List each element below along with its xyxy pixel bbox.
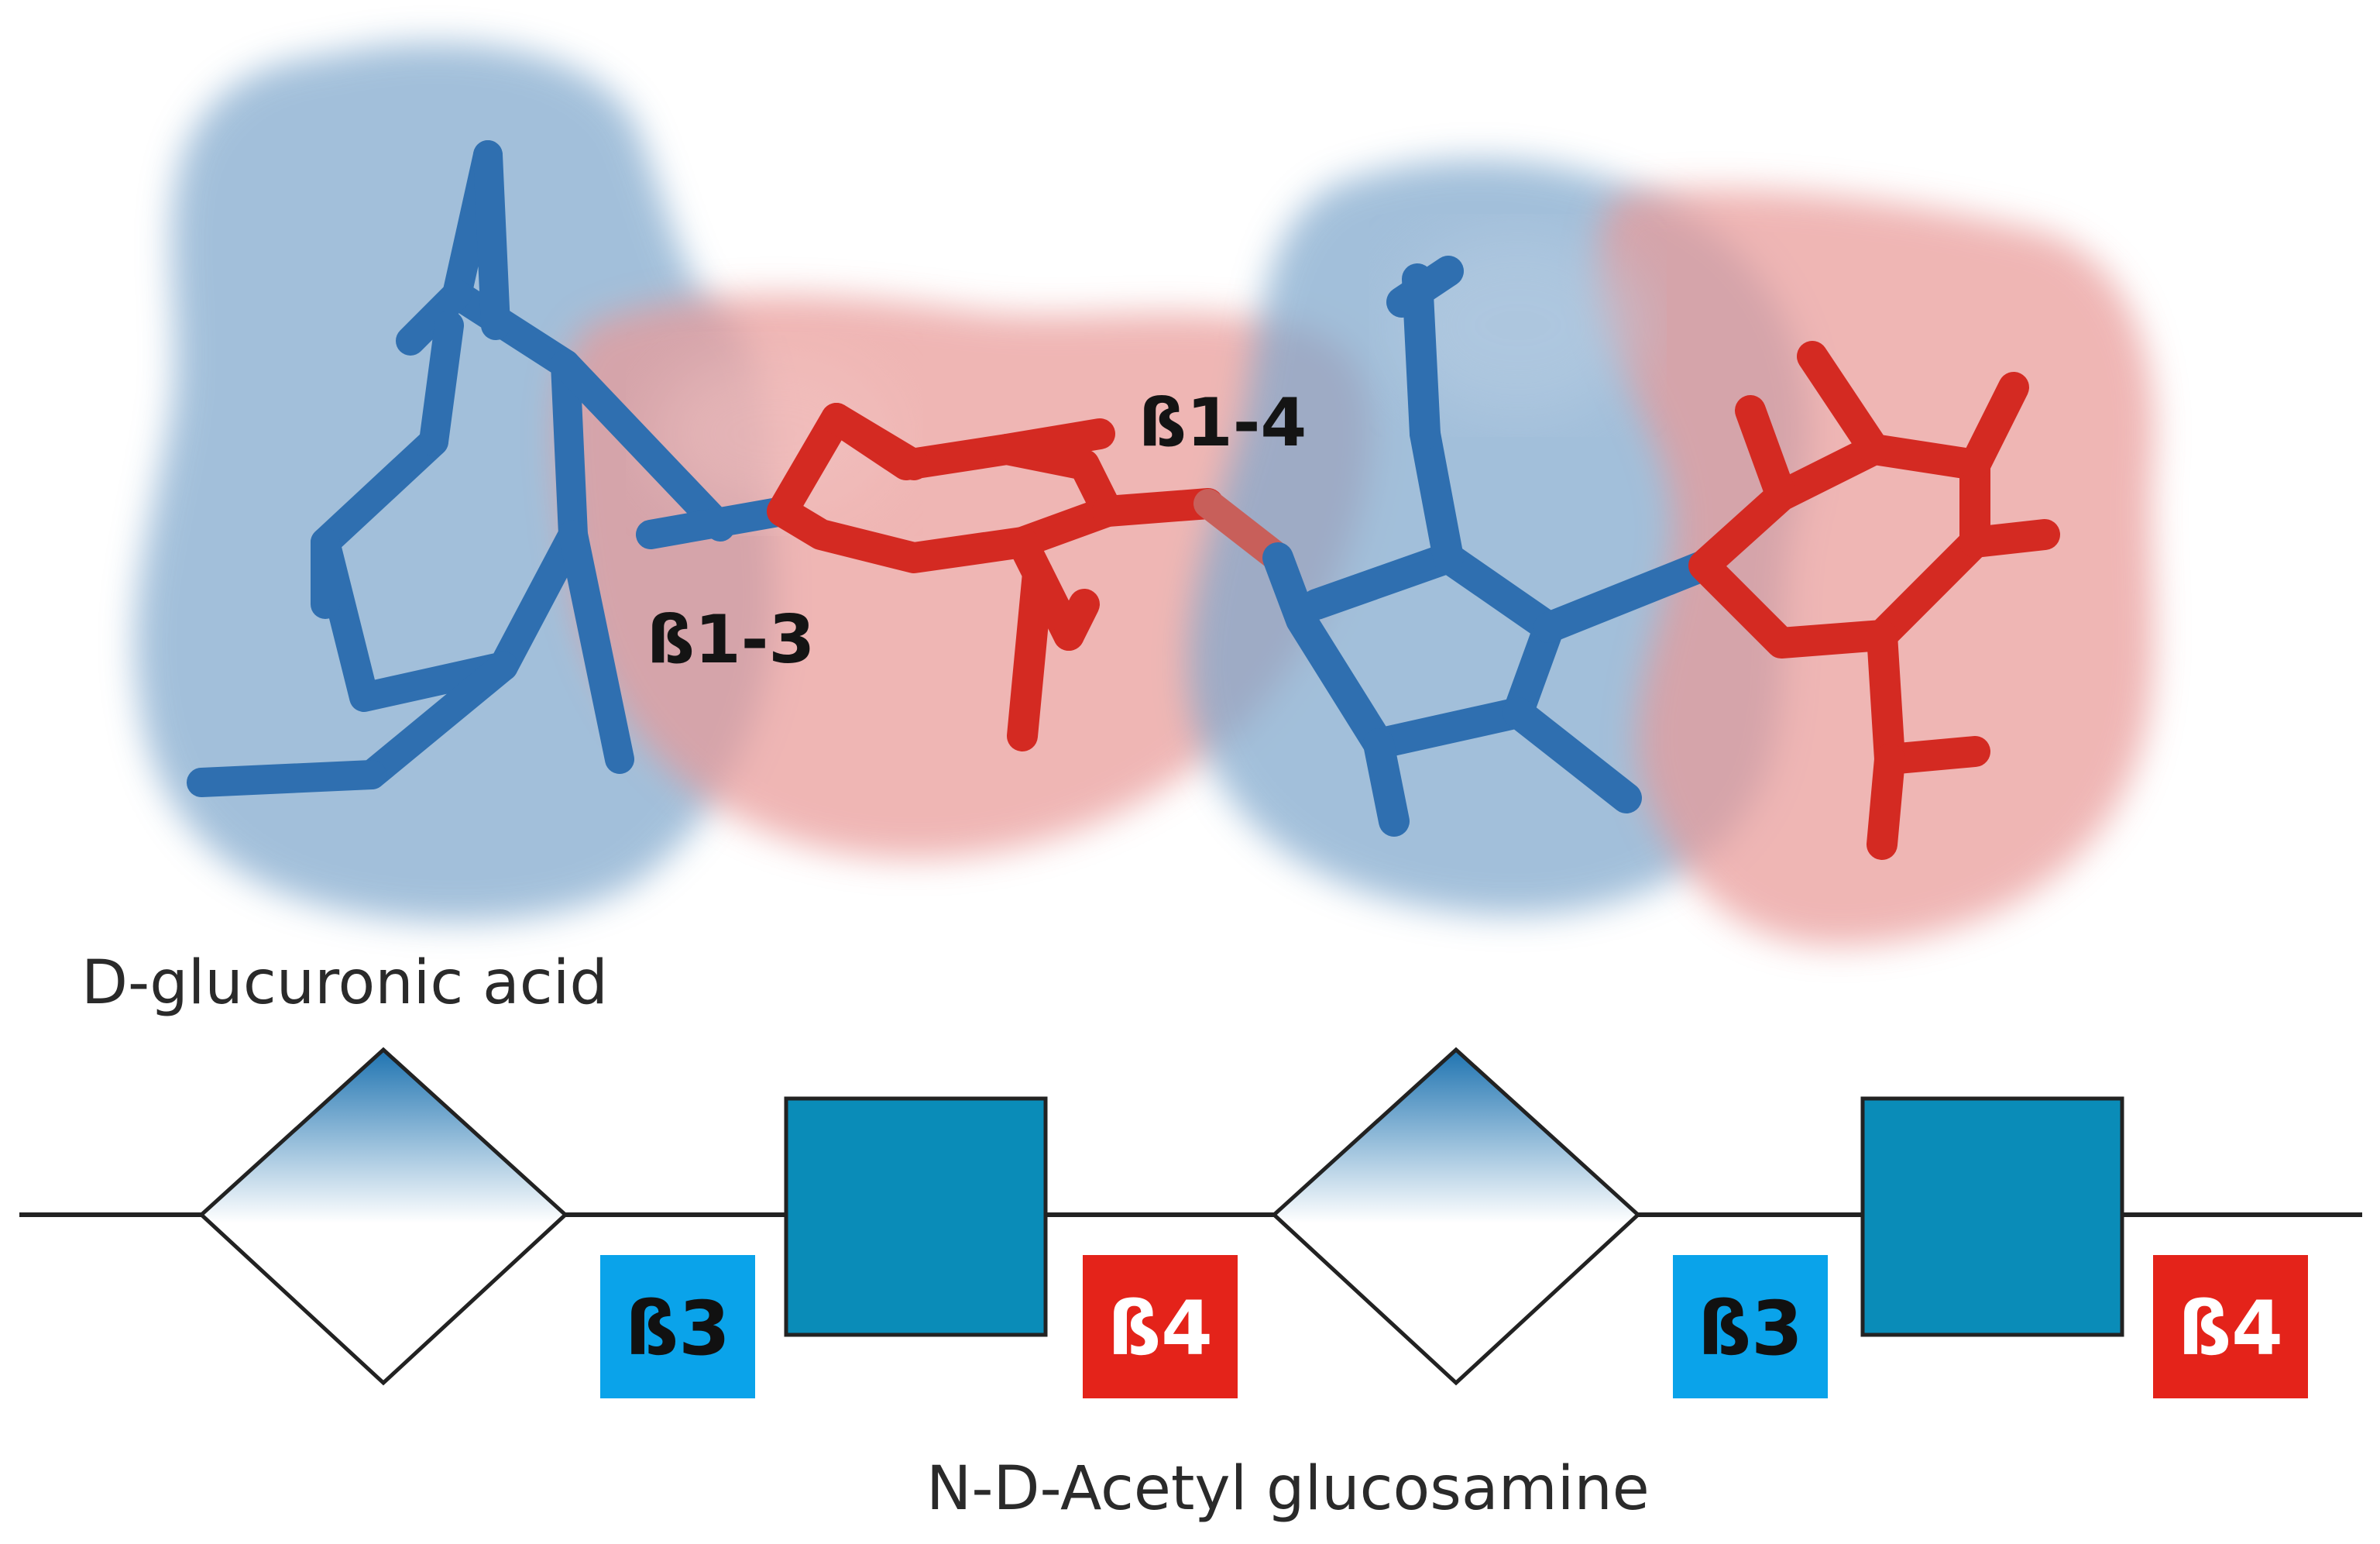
glucuronic-acid-diamond-1: [198, 1047, 568, 1386]
glucosamine-square-1: [784, 1096, 1048, 1337]
bond-b13: [636, 497, 797, 549]
badge-b4-1-text: ß4: [1108, 1285, 1213, 1372]
linkage-badge-b4-1: ß4: [1083, 1255, 1238, 1398]
stick-model: [187, 140, 2060, 860]
residue-glucosamine-1: [767, 403, 1224, 751]
residue-glucosamine-2: [1688, 341, 2060, 860]
badge-b3-1-text: ß3: [625, 1285, 730, 1372]
schematic-chain: ß3 ß4 ß3 ß4: [19, 1047, 2362, 1398]
molecular-surface: [135, 43, 2155, 946]
glucosamine-label: N-D-Acetyl glucosamine: [926, 1454, 1650, 1524]
residue-glucuronic-acid-2: [1262, 256, 1719, 837]
badge-b3-2-text: ß3: [1698, 1285, 1803, 1372]
badge-b4-2-text: ß4: [2178, 1285, 2283, 1372]
glucuronic-acid-label: D-glucuronic acid: [81, 948, 608, 1018]
glucosamine-square-2: [1860, 1096, 2124, 1337]
linkage-badge-b3-1: ß3: [600, 1255, 755, 1398]
linkage-badge-b3-2: ß3: [1673, 1255, 1828, 1398]
surface-highlight-2: [651, 349, 898, 519]
linkage-label-b13: ß1-3: [647, 601, 815, 679]
linkage-badge-b4-2: ß4: [2153, 1255, 2308, 1398]
residue-glucuronic-acid-1: [187, 140, 735, 797]
linkage-label-b14: ß1-4: [1138, 384, 1307, 462]
glucuronic-acid-diamond-2: [1271, 1047, 1641, 1386]
